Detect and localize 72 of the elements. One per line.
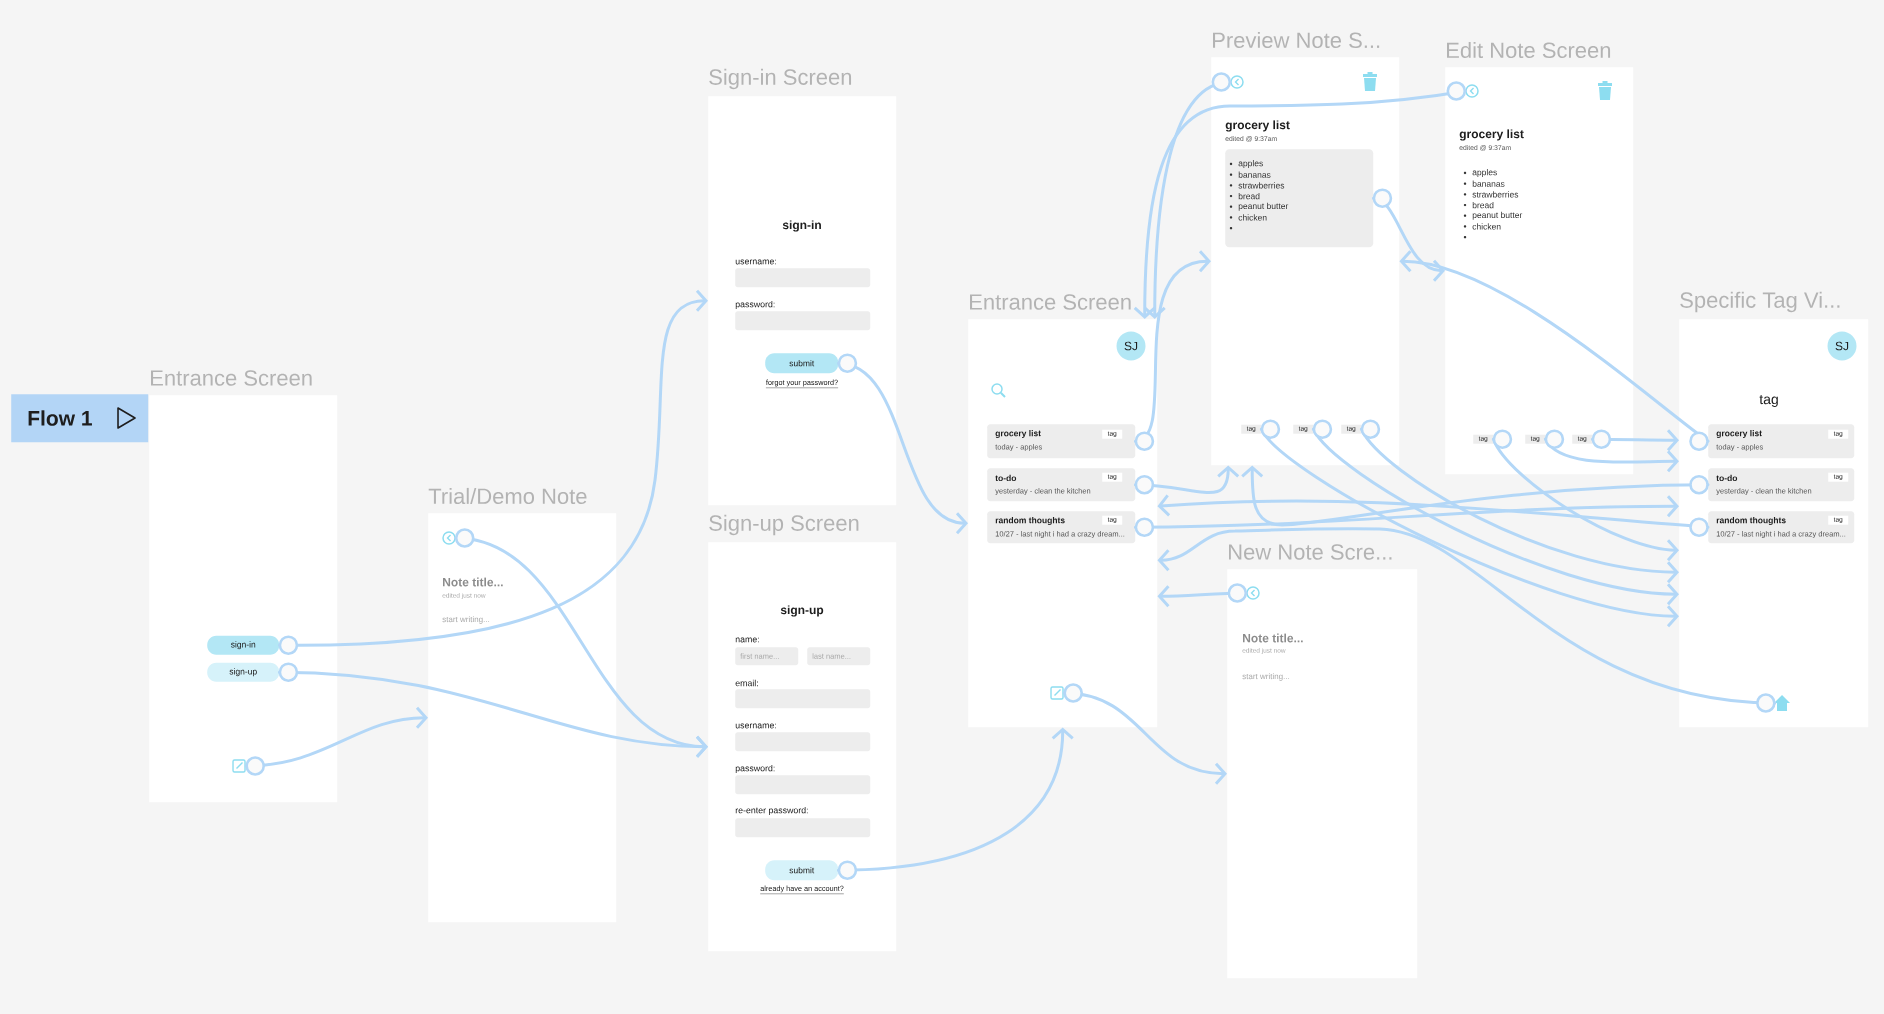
edit-icon [232, 759, 246, 773]
note-title: to-do [995, 474, 1017, 482]
home-icon [1774, 695, 1790, 711]
flow-arrow [1311, 427, 1679, 606]
note-title: to-do [1716, 474, 1738, 482]
field-label: re-enter password: [735, 806, 808, 816]
list-item: bread [1463, 201, 1494, 209]
edit-icon [1050, 686, 1064, 700]
screen-heading: sign-up [780, 605, 824, 617]
flow-arrow [1399, 250, 1710, 443]
field-label: email: [735, 679, 758, 687]
button: submit [765, 353, 839, 374]
back-icon [1465, 84, 1479, 98]
note-title: grocery list [1459, 129, 1524, 141]
flow-arrow [1543, 437, 1679, 473]
field-label: name: [735, 637, 759, 643]
list-item: peanut butter [1463, 211, 1523, 220]
screen-title: Trial/Demo Note [428, 487, 587, 505]
note-title: random thoughts [1716, 517, 1786, 525]
screen-title: Specific Tag Vi... [1680, 291, 1840, 313]
flow-arrow [277, 289, 708, 647]
field-label: username: [735, 259, 776, 265]
flow-arrow [1133, 465, 1240, 494]
flow-arrow [1062, 691, 1227, 785]
flow-arrow [244, 706, 428, 768]
back-icon [1230, 75, 1244, 89]
flow-arrow [1157, 585, 1248, 608]
list-item: chicken [1229, 214, 1267, 221]
screen-title: Sign-in Screen [709, 68, 852, 90]
note-title: Note title... [443, 577, 503, 587]
list-item: bananas [1229, 171, 1271, 178]
field-label: username: [735, 723, 776, 729]
screen-title: Entrance Screen [151, 370, 312, 386]
back-icon [442, 531, 456, 545]
screen-title: Entrance Screen [970, 294, 1131, 310]
screen-title: Preview Note S... [1213, 31, 1380, 49]
list-item: apples [1463, 169, 1497, 177]
screen-title: New Note Scre... [1229, 544, 1392, 560]
screen-heading: tag [1759, 395, 1778, 407]
list-item: bananas [1463, 180, 1505, 187]
list-item: chicken [1463, 223, 1501, 230]
note-title: Note title... [1243, 633, 1303, 643]
flow-arrow [1259, 427, 1679, 628]
flow-arrow [1133, 89, 1467, 319]
list-item: strawberries [1463, 191, 1519, 198]
flow-arrow [836, 727, 1074, 872]
placeholder-text: start writing... [1242, 673, 1290, 681]
list-item: peanut butter [1229, 202, 1289, 211]
screen-title: Edit Note Screen [1447, 41, 1611, 59]
screen-title: Sign-up Screen [709, 514, 859, 536]
field-label: password: [735, 300, 775, 310]
list-item: strawberries [1229, 182, 1285, 189]
flow-arrow [1133, 250, 1211, 443]
note-title: grocery list [1716, 430, 1762, 438]
list-item: apples [1229, 160, 1263, 168]
back-icon [1246, 586, 1260, 600]
screen-heading: sign-in [782, 220, 821, 232]
flow-tag: Flow 1 [11, 394, 149, 443]
flow-arrow [1143, 80, 1232, 319]
flow-arrow [836, 361, 968, 535]
button: submit [765, 860, 839, 881]
note-title: random thoughts [995, 517, 1065, 525]
list-item: bread [1229, 192, 1260, 200]
note-title: grocery list [1225, 120, 1290, 132]
flow-arrow [1371, 196, 1445, 282]
field-label: password: [735, 764, 775, 774]
placeholder-text: start writing... [442, 616, 490, 624]
note-title: grocery list [995, 430, 1041, 438]
flow-arrow [1359, 427, 1679, 584]
flow-arrow [1590, 429, 1679, 452]
flow-arrow [454, 536, 708, 758]
flow-arrow [1491, 437, 1679, 562]
